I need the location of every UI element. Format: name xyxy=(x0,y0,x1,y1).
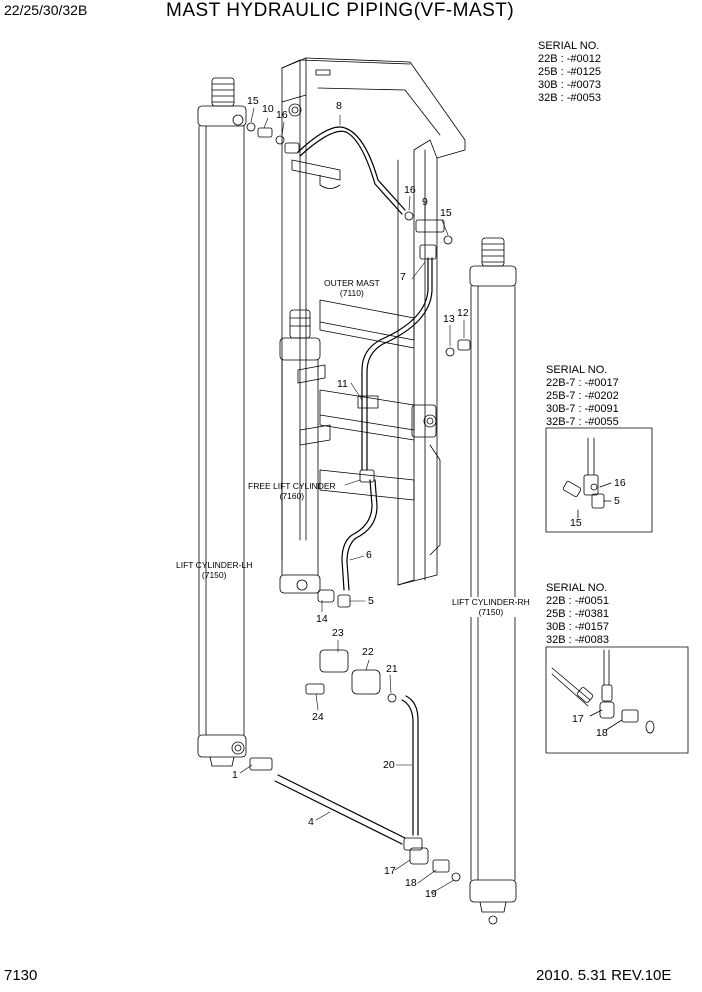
serial-heading: SERIAL NO. xyxy=(546,364,608,376)
o-ring-15 xyxy=(246,122,256,132)
nut-12 xyxy=(457,339,471,351)
hose-8 xyxy=(297,126,406,215)
serial-heading: SERIAL NO. xyxy=(546,582,608,594)
serial-line: 32B : -#0083 xyxy=(546,634,609,646)
part-5: 5 xyxy=(368,595,374,607)
adapter-1 xyxy=(249,757,273,771)
serial-block-main: SERIAL NO. 22B : -#0012 25B : -#0125 30B… xyxy=(538,40,601,105)
serial-line: 32B-7 : -#0055 xyxy=(546,416,619,428)
inset-1-part-16: 16 xyxy=(614,477,626,489)
hose-20 xyxy=(401,695,419,836)
serial-line: 32B : -#0053 xyxy=(538,92,601,104)
outer-mast-frame xyxy=(281,57,466,586)
free-lift-cylinder-label: FREE LIFT CYLINDER(7160) xyxy=(248,481,336,501)
lift-cylinder-lh-label: LIFT CYLINDER-LH(7150) xyxy=(176,560,253,580)
free-lift-cylinder xyxy=(279,309,321,594)
part-13: 13 xyxy=(443,313,455,325)
part-18: 18 xyxy=(405,877,417,889)
outer-mast-label: OUTER MAST(7110) xyxy=(324,278,380,298)
part-11: 11 xyxy=(337,378,348,390)
page-number: 7130 xyxy=(4,967,38,984)
serial-line: 30B : -#0157 xyxy=(546,621,609,633)
serial-line: 25B : -#0125 xyxy=(538,66,601,78)
o-ring-15b xyxy=(443,235,453,245)
fitting-14 xyxy=(317,589,335,603)
o-ring-16 xyxy=(275,135,285,145)
clamp-11 xyxy=(357,395,379,409)
adapter-18 xyxy=(432,859,450,873)
part-16: 16 xyxy=(276,109,288,121)
block-23 xyxy=(319,649,349,673)
inset-2-part-18: 18 xyxy=(596,727,608,739)
part-19: 19 xyxy=(425,888,437,900)
serial-line: 30B-7 : -#0091 xyxy=(546,403,619,415)
part-8: 8 xyxy=(336,100,342,112)
serial-line: 30B : -#0073 xyxy=(538,79,601,91)
hose-6 xyxy=(341,479,378,591)
fittings xyxy=(246,122,471,882)
serial-line: 25B : -#0381 xyxy=(546,608,609,620)
inset-2-part-17: 17 xyxy=(572,713,584,725)
tee-17 xyxy=(409,847,429,865)
lift-cylinder-lh xyxy=(197,77,247,767)
washer-13 xyxy=(445,347,455,357)
part-24: 24 xyxy=(312,711,324,723)
part-14: 14 xyxy=(316,613,328,625)
serial-line: 22B-7 : -#0017 xyxy=(546,377,619,389)
tee-9 xyxy=(415,219,445,233)
serial-line: 22B : -#0051 xyxy=(546,595,609,607)
inset-1-part-5: 5 xyxy=(614,495,620,507)
part-15: 15 xyxy=(247,95,259,107)
inset-1-drawing xyxy=(545,427,653,533)
lift-cylinder-rh xyxy=(469,237,517,925)
bolt-24 xyxy=(305,683,325,695)
revision-date: 2010. 5.31 REV.10E xyxy=(536,967,672,984)
part-15b: 15 xyxy=(440,207,452,219)
pipe-7 xyxy=(361,257,433,471)
inset-1-part-15: 15 xyxy=(570,517,582,529)
leader-lines xyxy=(239,107,465,894)
o-ring-19 xyxy=(451,872,461,882)
part-6: 6 xyxy=(366,549,372,561)
serial-block-inset-1: SERIAL NO. 22B-7 : -#0017 25B-7 : -#0202… xyxy=(546,364,619,429)
part-4: 4 xyxy=(308,816,314,828)
o-ring-21 xyxy=(387,693,397,703)
part-22: 22 xyxy=(362,646,374,658)
part-20: 20 xyxy=(383,759,395,771)
part-10: 10 xyxy=(262,103,274,115)
part-12: 12 xyxy=(457,307,469,319)
part-9: 9 xyxy=(422,196,428,208)
part-23: 23 xyxy=(332,627,344,639)
model-code: 22/25/30/32B xyxy=(4,2,88,18)
lift-cylinder-rh-label: LIFT CYLINDER-RH(7150) xyxy=(452,597,530,617)
part-21: 21 xyxy=(386,663,398,675)
page-title: MAST HYDRAULIC PIPING(VF-MAST) xyxy=(166,0,515,21)
hose-4 xyxy=(274,774,406,845)
part-17: 17 xyxy=(384,865,396,877)
adapter-10 xyxy=(257,127,273,138)
part-7: 7 xyxy=(400,271,406,283)
serial-heading: SERIAL NO. xyxy=(538,40,600,52)
elbow-5 xyxy=(337,594,351,608)
serial-block-inset-2: SERIAL NO. 22B : -#0051 25B : -#0381 30B… xyxy=(546,582,609,647)
connector-22 xyxy=(351,669,381,695)
part-16b: 16 xyxy=(404,184,416,196)
serial-line: 25B-7 : -#0202 xyxy=(546,390,619,402)
part-1: 1 xyxy=(232,769,238,781)
inset-2-drawing xyxy=(545,646,689,754)
serial-line: 22B : -#0012 xyxy=(538,53,601,65)
o-ring-16b xyxy=(404,211,414,221)
